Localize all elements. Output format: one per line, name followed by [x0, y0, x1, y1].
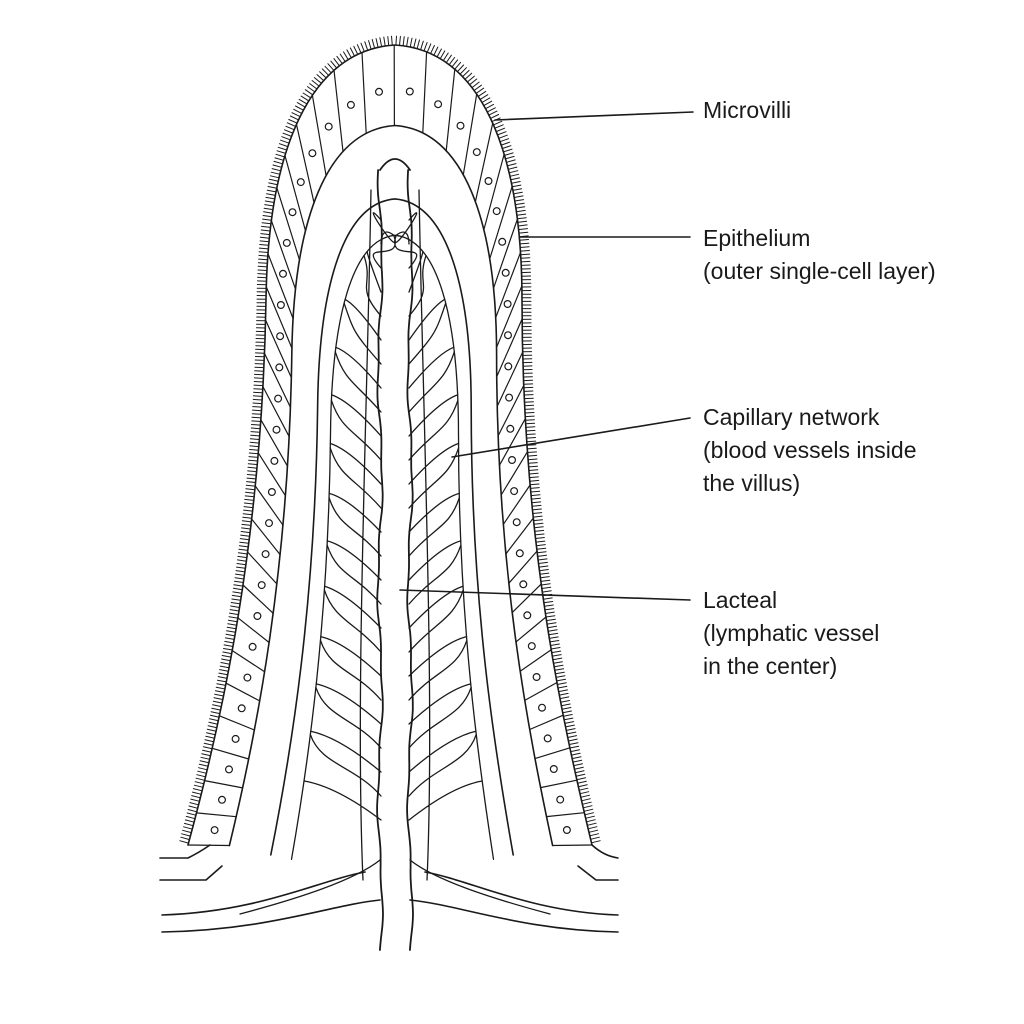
label-capillary-line-2: (blood vessels inside	[703, 437, 917, 463]
base-vessel-right-upper	[424, 871, 619, 916]
cell-nucleus	[257, 581, 266, 590]
cell-nucleus	[267, 488, 276, 497]
cell-nucleus	[282, 238, 291, 247]
core-outline-outer	[270, 198, 514, 856]
leader-lines	[399, 111, 694, 601]
cell-nucleus	[543, 734, 552, 743]
microvilli-ticks	[179, 35, 601, 844]
cell-nucleus	[523, 611, 532, 620]
cell-nucleus	[265, 519, 274, 528]
label-epithelium-line-1: Epithelium	[703, 225, 811, 251]
cell-nucleus	[231, 734, 240, 743]
cell-nucleus	[324, 122, 333, 131]
base-right-surface	[591, 844, 619, 859]
cell-nucleus	[549, 764, 558, 773]
cell-nucleus	[270, 456, 279, 465]
cell-nucleus	[346, 100, 355, 109]
cell-nucleus	[296, 178, 305, 187]
core-outline-inner	[290, 234, 495, 860]
cell-nucleus	[218, 795, 227, 804]
base-capillary-loop	[239, 859, 551, 915]
base-left-cell-row	[159, 865, 223, 881]
cell-nucleus	[375, 87, 384, 96]
villus-outlines	[270, 198, 514, 860]
label-lacteal-line-3: in the center)	[703, 653, 838, 679]
cell-nucleus	[243, 673, 252, 682]
cell-nucleus	[272, 425, 281, 434]
label-epithelium: Epithelium (outer single-cell layer)	[703, 222, 936, 288]
base-left-surface	[159, 844, 211, 859]
cell-nucleus	[508, 456, 517, 465]
label-lacteal: Lacteal (lymphatic vessel in the center)	[703, 584, 879, 683]
cell-nucleus	[515, 549, 524, 558]
label-epithelium-line-2: (outer single-cell layer)	[703, 258, 936, 284]
cell-nucleus	[501, 268, 510, 277]
cell-nucleus	[512, 518, 521, 527]
cell-nucleus	[510, 487, 519, 496]
cell-nucleus	[237, 704, 246, 713]
cell-nucleus	[556, 795, 565, 804]
label-capillary-line-3: the villus)	[703, 470, 801, 496]
cell-nucleus	[456, 121, 465, 130]
cell-nucleus	[434, 100, 443, 109]
cell-nucleus	[225, 765, 234, 774]
label-lacteal-line-2: (lymphatic vessel	[703, 620, 880, 646]
label-capillary-line-1: Capillary network	[703, 404, 880, 430]
cell-nucleus	[519, 580, 528, 589]
label-capillary-network: Capillary network (blood vessels inside …	[703, 401, 917, 500]
cell-nucleus	[506, 424, 515, 433]
cell-nucleus	[532, 672, 541, 681]
cell-nucleus	[276, 332, 285, 341]
cell-nucleus	[505, 393, 514, 402]
cell-nucleus	[492, 207, 501, 216]
cell-nucleus	[503, 300, 512, 309]
cell-nucleus	[405, 87, 414, 96]
cell-nucleus	[275, 363, 284, 372]
cell-nucleus	[210, 826, 219, 835]
cell-nucleus	[484, 177, 493, 186]
cell-nucleus	[276, 301, 285, 310]
cell-nucleus	[253, 611, 262, 620]
leader-lacteal	[399, 589, 691, 601]
cell-nucleus	[279, 269, 288, 278]
label-lacteal-line-1: Lacteal	[703, 587, 778, 613]
villus-base-tissue	[159, 844, 619, 933]
capillary-vessels	[303, 189, 483, 881]
cell-nucleus	[274, 394, 283, 403]
cell-nucleus	[527, 642, 536, 651]
cell-nucleus	[504, 331, 513, 340]
cell-nucleus	[472, 148, 481, 157]
leader-capillary	[451, 417, 691, 458]
cell-nucleus	[537, 703, 546, 712]
cell-nucleus	[288, 208, 297, 217]
cell-nucleus	[308, 149, 317, 158]
lacteal-vessel	[376, 158, 414, 951]
microvilli-fringe	[179, 35, 601, 844]
cell-nucleus	[248, 642, 257, 651]
cell-nucleus	[261, 550, 270, 559]
base-vessel-left-upper	[161, 871, 366, 916]
cell-nucleus	[498, 237, 507, 246]
lacteal-left-wall	[376, 169, 384, 951]
cell-nucleus	[562, 825, 571, 834]
capillary-network	[303, 189, 483, 881]
leader-microvilli	[494, 111, 694, 121]
lacteal-right-wall	[406, 169, 414, 951]
base-vessel-left-lower	[161, 899, 381, 933]
epithelium-outer-boundary	[187, 44, 593, 846]
cell-nucleus	[504, 362, 513, 371]
label-microvilli-line-1: Microvilli	[703, 97, 792, 123]
base-right-cell-row	[577, 865, 619, 881]
lacteal-tip	[379, 158, 411, 171]
epithelial-cells	[187, 44, 593, 847]
base-vessel-right-lower	[409, 899, 619, 933]
label-microvilli: Microvilli	[703, 94, 791, 127]
